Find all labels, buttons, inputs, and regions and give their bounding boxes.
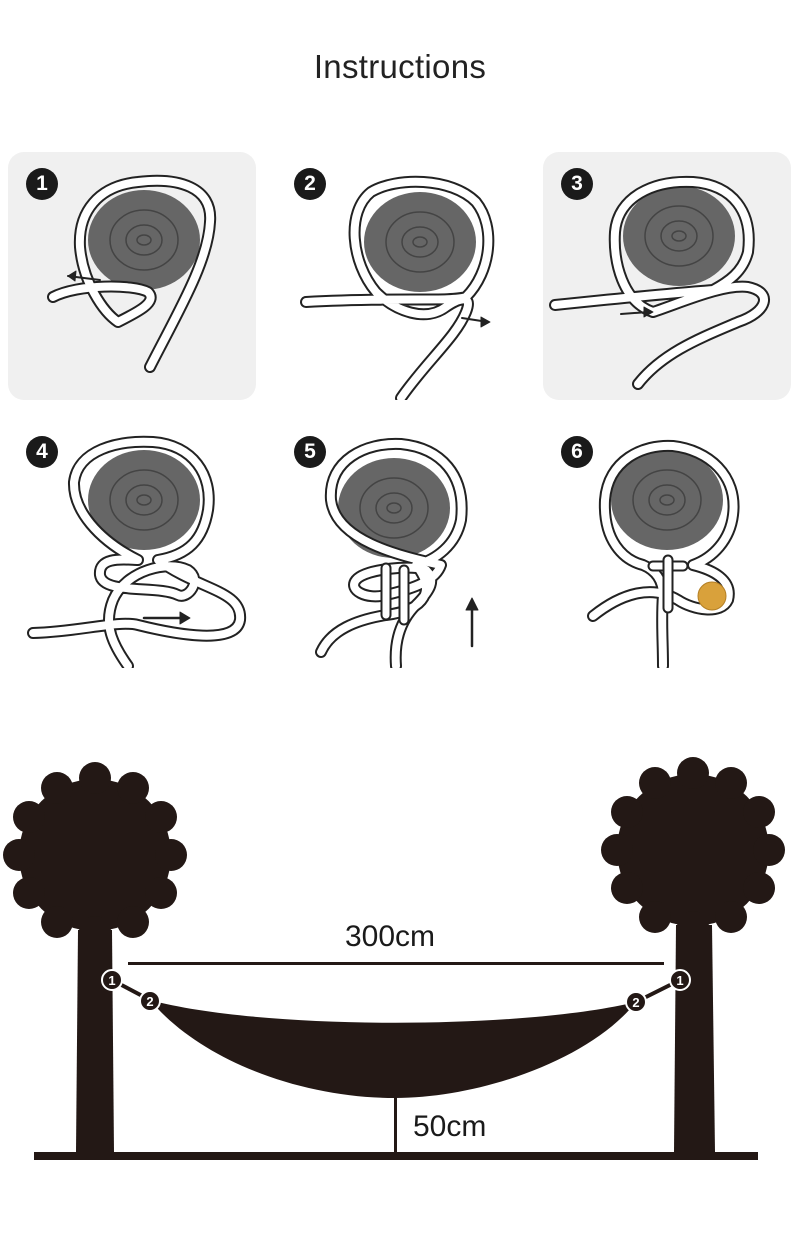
step-number-badge: 1: [26, 168, 58, 200]
step-panel-3: 3: [543, 152, 791, 400]
step-number-badge: 6: [561, 436, 593, 468]
toggle-stick-icon: [697, 581, 727, 611]
length-label: 300cm: [345, 920, 436, 953]
knot-step-2-drawing: [300, 175, 495, 400]
marker-point-1-right: 1: [669, 969, 691, 991]
step-panel-5: 5: [276, 420, 524, 668]
ground-line: [34, 1152, 758, 1160]
step-panel-6: 6: [543, 420, 791, 668]
hammock-body: [150, 1000, 636, 1098]
step-number-badge: 5: [294, 436, 326, 468]
step-panel-1: 1: [8, 152, 256, 400]
right-tree: [601, 757, 785, 1152]
knot-step-4-drawing: [27, 435, 247, 668]
marker-point-2-right: 2: [625, 991, 647, 1013]
step-panel-4: 4: [8, 420, 256, 668]
step-number-badge: 4: [26, 436, 58, 468]
step-number-badge: 3: [561, 168, 593, 200]
marker-point-2-left: 2: [139, 990, 161, 1012]
left-tree: [3, 762, 187, 1152]
knot-step-6-drawing: [587, 439, 740, 668]
knot-step-3-drawing: [549, 175, 770, 390]
marker-label-2: 2: [632, 995, 639, 1010]
hammock-setup-diagram: 1 2 1 2: [3, 757, 785, 1160]
knot-step-1-drawing: [47, 174, 217, 373]
step-panel-2: 2: [276, 152, 524, 400]
length-dimension-line: [128, 962, 664, 965]
height-label: 50cm: [413, 1110, 487, 1143]
height-dimension-line: [394, 1096, 397, 1154]
step-number-badge: 2: [294, 168, 326, 200]
page-title: Instructions: [313, 48, 487, 85]
knot-step-5-drawing: [315, 437, 479, 668]
marker-label-2: 2: [146, 994, 153, 1009]
marker-point-1-left: 1: [101, 969, 123, 991]
marker-label-1: 1: [676, 973, 683, 988]
marker-label-1: 1: [108, 973, 115, 988]
